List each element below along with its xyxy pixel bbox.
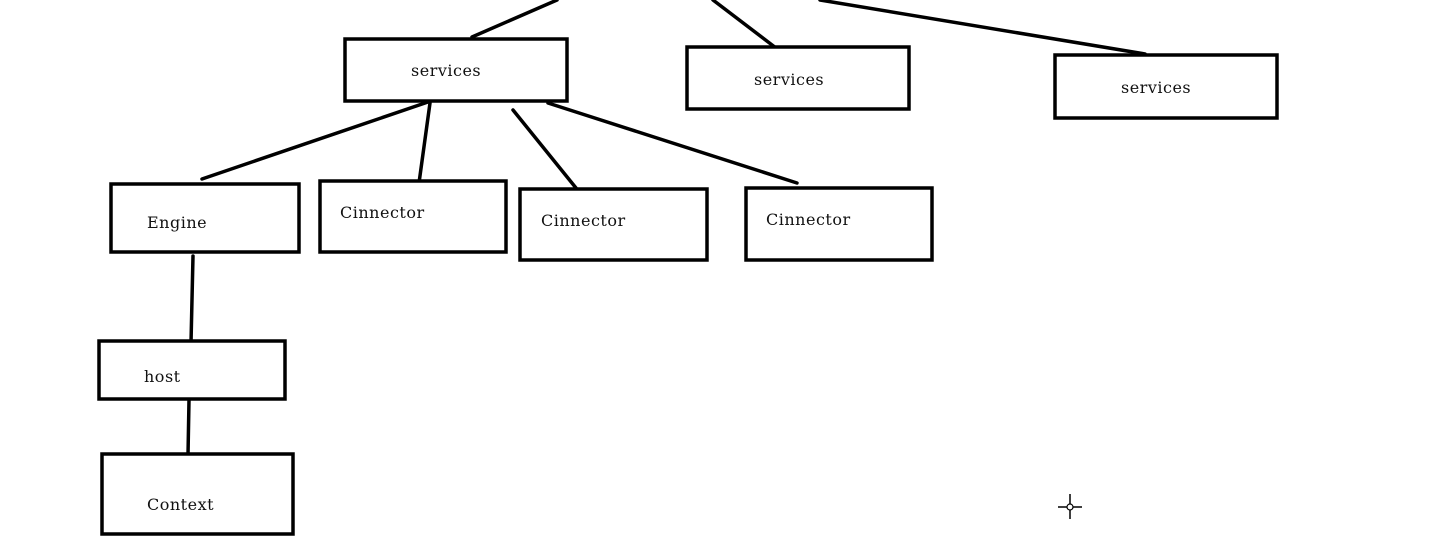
connector-node-1: Cinnector — [318, 179, 508, 254]
connector-label-1: Cinnector — [340, 203, 425, 222]
crosshair-cursor-icon — [1058, 494, 1082, 519]
connector-label-3: Cinnector — [766, 210, 851, 229]
edge-services-connector-3 — [546, 101, 799, 185]
host-label: host — [144, 367, 181, 386]
connector-node-2: Cinnector — [518, 187, 709, 262]
services-node-1: services — [343, 37, 569, 103]
edge-services-engine — [200, 100, 430, 181]
engine-node: Engine — [109, 182, 301, 254]
edge-services-connector-1 — [417, 101, 432, 185]
services-label-1: services — [411, 61, 481, 80]
edge-root-services-2 — [711, 0, 778, 50]
services-node-3: services — [1053, 53, 1279, 120]
connector-node-3: Cinnector — [744, 186, 934, 262]
edge-root-services-1 — [470, 0, 559, 39]
services-node-2: services — [685, 45, 911, 111]
edge-root-services-3 — [818, 0, 1147, 56]
edge-engine-host — [189, 254, 195, 345]
connector-label-2: Cinnector — [541, 211, 626, 230]
services-label-3: services — [1121, 78, 1191, 97]
context-node: Context — [100, 452, 295, 536]
edge-services-connector-2 — [511, 108, 578, 190]
context-label: Context — [147, 495, 214, 514]
services-label-2: services — [754, 70, 824, 89]
edge-host-context — [186, 398, 191, 457]
engine-label: Engine — [147, 213, 207, 232]
host-node: host — [97, 339, 287, 401]
